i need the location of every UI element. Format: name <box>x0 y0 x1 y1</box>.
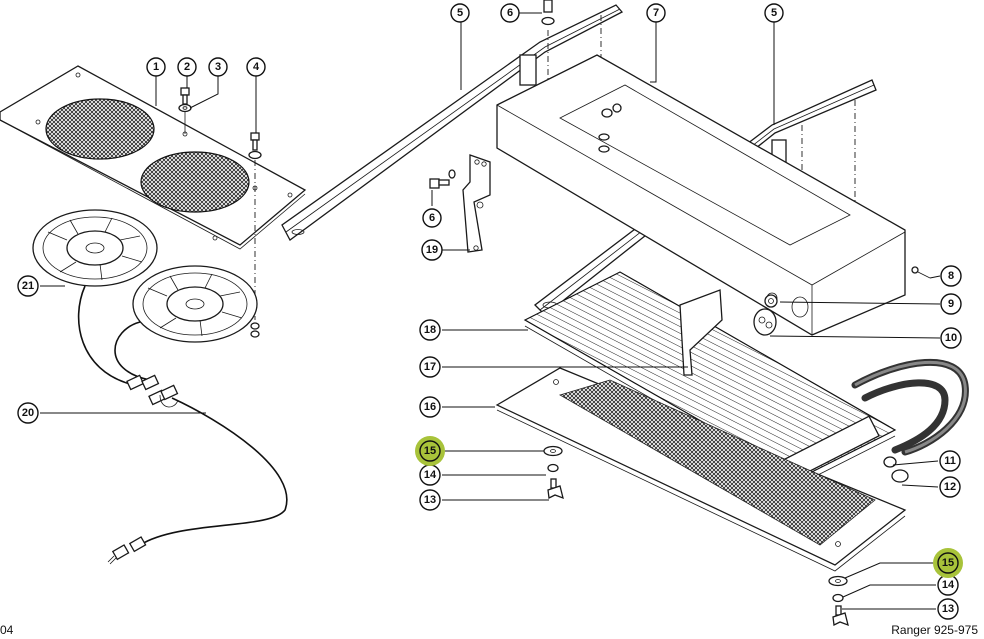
callout-label: 6 <box>507 7 513 19</box>
callout-label: 19 <box>426 244 438 256</box>
housing <box>496 54 906 336</box>
callout-6-lower[interactable]: 6 <box>422 208 442 228</box>
callout-3[interactable]: 3 <box>208 57 228 77</box>
washers-center <box>598 103 622 153</box>
fan-lower <box>132 265 258 343</box>
bolt-6-lower <box>429 169 456 189</box>
callout-label: 13 <box>942 603 954 615</box>
callout-8[interactable]: 8 <box>940 265 962 287</box>
bolt-2 <box>180 87 190 105</box>
bolt-4 <box>248 132 262 160</box>
hardware-left <box>543 445 564 500</box>
callout-label: 15 <box>424 445 436 457</box>
callout-11[interactable]: 11 <box>939 450 961 472</box>
callout-14-right[interactable]: 14 <box>937 574 959 596</box>
washer-3 <box>178 103 192 113</box>
fan-cover-plate <box>0 65 307 250</box>
wiring-harness <box>77 285 288 565</box>
callout-label: 4 <box>253 61 260 73</box>
callout-label: 1 <box>153 61 159 73</box>
leader-lines <box>40 12 941 610</box>
callout-19[interactable]: 19 <box>421 239 443 261</box>
callout-label: 5 <box>771 7 777 19</box>
diagram-title: Ranger 925-975 <box>891 623 978 637</box>
callout-label: 2 <box>184 61 190 73</box>
callout-label: 13 <box>424 494 436 506</box>
bracket-19 <box>462 154 491 253</box>
callout-label: 9 <box>948 298 954 310</box>
callout-21[interactable]: 21 <box>17 275 39 297</box>
callout-label: 15 <box>942 557 954 569</box>
callout-label: 11 <box>944 455 956 467</box>
callout-10[interactable]: 10 <box>940 327 962 349</box>
callout-6-top[interactable]: 6 <box>500 3 520 23</box>
fan-upper <box>32 209 158 287</box>
callout-7[interactable]: 7 <box>646 3 666 23</box>
callout-9[interactable]: 9 <box>940 293 962 315</box>
callout-label: 14 <box>942 579 955 591</box>
bolt-6-top <box>541 0 555 26</box>
callout-13-right[interactable]: 13 <box>937 598 959 620</box>
hardware-right <box>828 575 849 627</box>
callout-5-left[interactable]: 5 <box>450 3 470 23</box>
callout-label: 20 <box>22 407 34 419</box>
callout-15-left-highlighted[interactable]: 15 <box>415 436 445 466</box>
mounting-rail-left <box>281 4 624 241</box>
callout-label: 8 <box>948 270 954 282</box>
callout-17[interactable]: 17 <box>419 356 441 378</box>
callout-12[interactable]: 12 <box>939 476 961 498</box>
callout-label: 18 <box>424 324 436 336</box>
callout-14-left[interactable]: 14 <box>419 464 441 486</box>
callout-4[interactable]: 4 <box>246 57 266 77</box>
callout-label: 14 <box>424 469 437 481</box>
callout-label: 3 <box>215 61 221 73</box>
callout-label: 16 <box>424 401 436 413</box>
callout-18[interactable]: 18 <box>419 319 441 341</box>
grommet-9 <box>764 294 778 308</box>
callout-5-right[interactable]: 5 <box>764 3 784 23</box>
screw-8 <box>911 266 931 279</box>
hoses <box>851 358 969 483</box>
callout-1[interactable]: 1 <box>146 57 166 77</box>
callout-2[interactable]: 2 <box>177 57 197 77</box>
filter-tray <box>495 367 907 572</box>
callout-label: 21 <box>22 280 34 292</box>
callout-15-right-highlighted[interactable]: 15 <box>933 548 963 578</box>
page-fragment-label: 04 <box>0 623 14 637</box>
callout-label: 5 <box>457 7 463 19</box>
callout-label: 6 <box>429 212 435 224</box>
callout-label: 10 <box>945 332 957 344</box>
callout-label: 7 <box>653 7 659 19</box>
grommet-10 <box>753 308 777 336</box>
condenser <box>523 271 897 487</box>
callout-20[interactable]: 20 <box>17 402 39 424</box>
callout-16[interactable]: 16 <box>419 396 441 418</box>
callout-13-left[interactable]: 13 <box>419 489 441 511</box>
callout-label: 12 <box>944 481 956 493</box>
callout-label: 17 <box>424 361 436 373</box>
